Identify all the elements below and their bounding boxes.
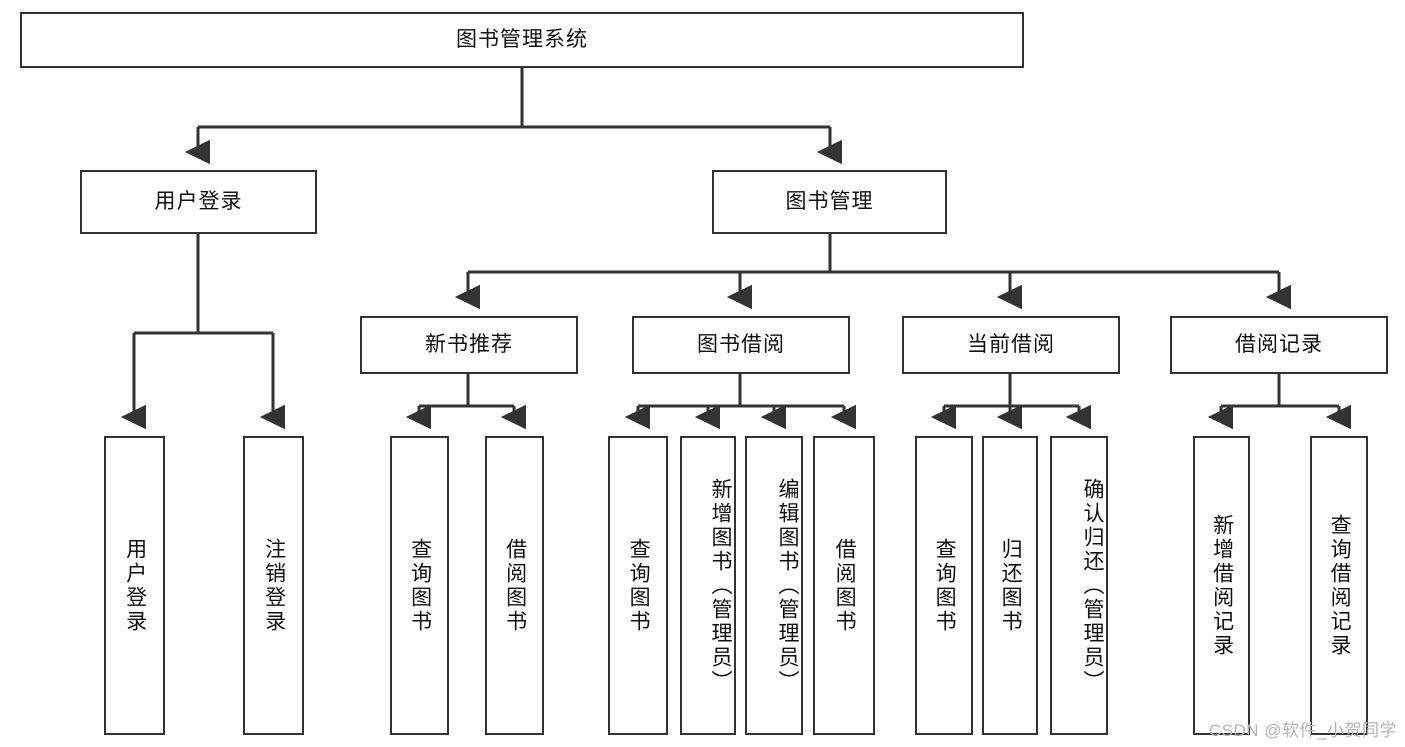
node-user-login[interactable]: 用户登录	[80, 170, 317, 234]
node-leaf-return-book-label: 归还图书	[999, 537, 1023, 634]
node-leaf-confirm-return-admin-label: 确认归还（管理员）	[1081, 477, 1104, 694]
node-leaf-add-book-admin[interactable]: 新增图书（管理员）	[680, 436, 736, 735]
node-leaf-user-logout[interactable]: 注销登录	[243, 436, 304, 735]
node-leaf-edit-book-admin-label: 编辑图书（管理员）	[776, 477, 799, 694]
node-leaf-confirm-return-admin[interactable]: 确认归还（管理员）	[1050, 436, 1108, 735]
node-root-system[interactable]: 图书管理系统	[20, 12, 1024, 68]
node-leaf-add-borrow-record-label: 新增借阅记录	[1210, 513, 1234, 658]
node-leaf-borrow-query-book[interactable]: 查询图书	[608, 436, 668, 735]
node-leaf-add-book-admin-label: 新增图书（管理员）	[709, 477, 732, 694]
node-book-borrow-label: 图书借阅	[697, 333, 785, 357]
node-leaf-cur-query-book[interactable]: 查询图书	[915, 436, 973, 735]
node-leaf-user-logout-label: 注销登录	[262, 537, 286, 634]
node-leaf-rec-borrow-book-label: 借阅图书	[503, 537, 527, 634]
node-leaf-user-login[interactable]: 用户登录	[104, 436, 165, 735]
node-book-borrow[interactable]: 图书借阅	[632, 316, 850, 374]
node-leaf-borrow-query-book-label: 查询图书	[627, 537, 651, 634]
node-user-login-label: 用户登录	[154, 190, 243, 214]
node-borrow-record-label: 借阅记录	[1235, 333, 1323, 357]
node-new-book-rec-label: 新书推荐	[425, 333, 513, 357]
node-leaf-return-book[interactable]: 归还图书	[982, 436, 1038, 735]
node-root-label: 图书管理系统	[456, 28, 588, 52]
node-current-borrow[interactable]: 当前借阅	[902, 316, 1120, 374]
node-leaf-query-borrow-record-label: 查询借阅记录	[1328, 513, 1352, 658]
node-borrow-record[interactable]: 借阅记录	[1170, 316, 1388, 374]
node-book-manage-label: 图书管理	[785, 190, 874, 214]
node-leaf-query-borrow-record[interactable]: 查询借阅记录	[1310, 436, 1368, 735]
node-leaf-rec-borrow-book[interactable]: 借阅图书	[485, 436, 544, 735]
node-new-book-rec[interactable]: 新书推荐	[360, 316, 578, 374]
node-leaf-add-borrow-record[interactable]: 新增借阅记录	[1193, 436, 1250, 735]
node-leaf-user-login-label: 用户登录	[123, 537, 147, 634]
node-leaf-borrow-lend-book[interactable]: 借阅图书	[813, 436, 875, 735]
node-leaf-rec-query-book[interactable]: 查询图书	[390, 436, 449, 735]
node-current-borrow-label: 当前借阅	[967, 333, 1055, 357]
node-leaf-rec-query-book-label: 查询图书	[408, 537, 432, 634]
node-leaf-cur-query-book-label: 查询图书	[933, 537, 957, 634]
watermark-text: CSDN @软件_小贺同学	[1208, 721, 1397, 740]
node-leaf-borrow-lend-book-label: 借阅图书	[833, 537, 857, 634]
node-book-manage[interactable]: 图书管理	[712, 170, 947, 234]
node-leaf-edit-book-admin[interactable]: 编辑图书（管理员）	[745, 436, 803, 735]
